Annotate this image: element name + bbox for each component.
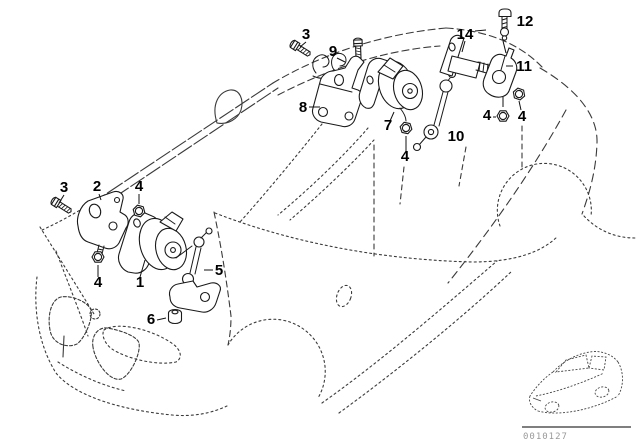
callout-4-front-top: 4	[135, 178, 144, 195]
callout-3-front: 3	[60, 179, 68, 196]
callout-4-rear-mid: 4	[483, 107, 492, 124]
car-body-outline	[35, 27, 636, 417]
callout-leader-lines	[58, 29, 522, 321]
callout-7: 7	[384, 117, 392, 134]
callout-3-rear: 3	[302, 26, 310, 43]
part-6-bracket-front	[167, 280, 221, 325]
part-10-link-rear	[412, 69, 457, 152]
callout-14: 14	[457, 26, 474, 43]
callout-2: 2	[93, 178, 101, 195]
callout-4-rear-right: 4	[518, 108, 527, 125]
part-11-bracket	[482, 47, 518, 98]
callout-4-front-bottom: 4	[94, 274, 103, 291]
part-14-bracket	[439, 34, 493, 79]
footer-code: 0010127	[523, 432, 568, 442]
callout-9: 9	[329, 43, 337, 60]
callout-12: 12	[517, 13, 534, 30]
part-12-bolt	[498, 8, 512, 41]
callout-4-rear-left: 4	[401, 148, 410, 165]
side-mirror	[214, 89, 243, 124]
callout-10: 10	[448, 128, 465, 145]
callout-8: 8	[299, 99, 307, 116]
callout-11: 11	[516, 58, 532, 75]
part-1-sensor-front	[117, 211, 193, 274]
callout-5: 5	[215, 262, 223, 279]
part-2-bracket	[76, 190, 129, 255]
part-8-bracket-rear	[311, 55, 365, 128]
callout-1: 1	[136, 274, 144, 291]
part-7-sensor-rear	[358, 57, 424, 122]
callout-6: 6	[147, 311, 155, 328]
thumbnail-car	[529, 351, 623, 414]
